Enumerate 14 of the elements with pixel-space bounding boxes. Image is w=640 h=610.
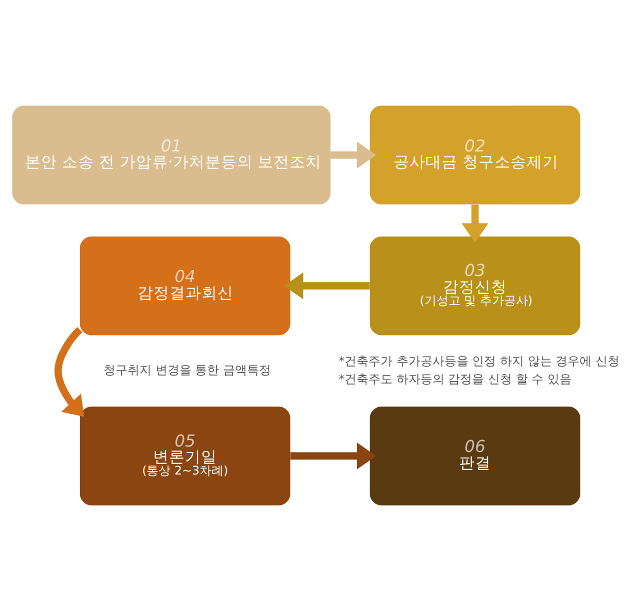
arrow [462,204,488,242]
node-box: 03 감정신청 (기성고 및 추가공사) [370,236,580,335]
node-box: 05 변론기일 (통상 2~3차례) [80,406,290,505]
node-label: *건축주도 하자등의 감정을 신청 할 수 있음 [338,372,572,386]
node-box: 04 감정결과회신 [80,236,290,335]
arrow [330,141,376,168]
node-box: 06 판결 [370,406,580,505]
node-box: 01 본안 소송 전 가압류·가처분등의 보전조치 [12,105,331,204]
node-label: *건축주가 추가공사등을 인정 하지 않는 경우에 신청 [338,353,620,368]
node-label: 청구취지 변경을 통한 금액특정 [104,362,272,377]
arrow [284,272,370,299]
arrow [54,326,84,416]
node-box: 02 공사대금 청구소송제기 [370,105,580,204]
arrow [290,442,376,469]
